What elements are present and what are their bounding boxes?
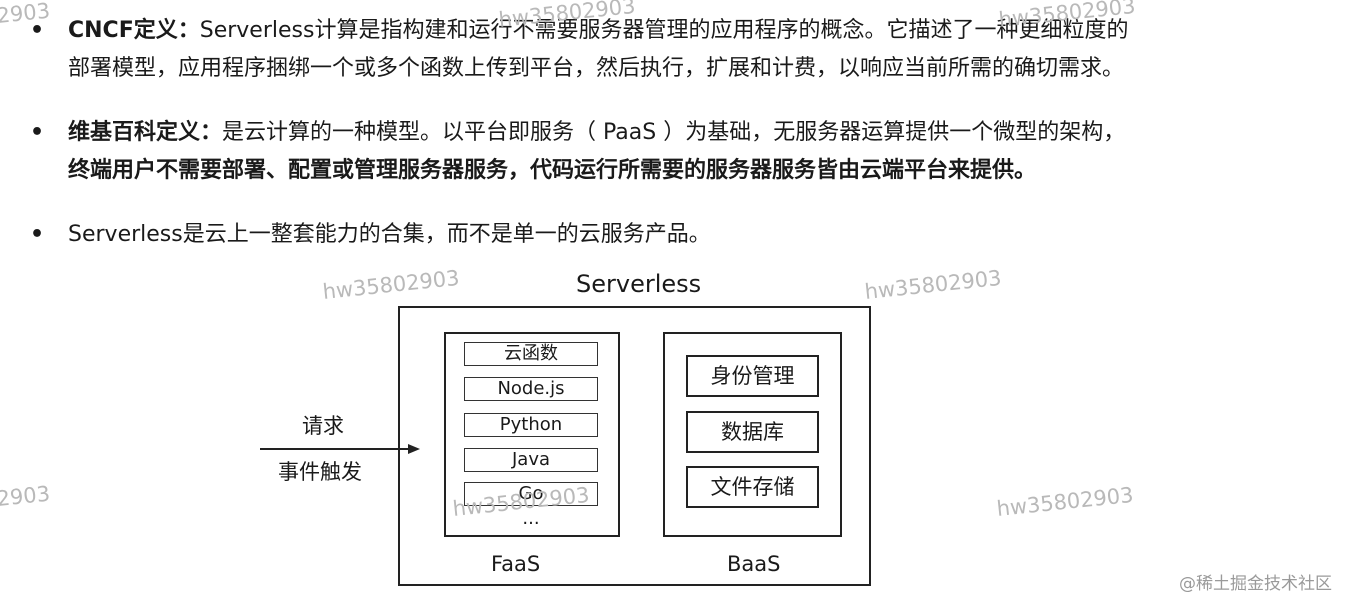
baas-label: BaaS	[727, 552, 781, 576]
watermark: hw35802903	[995, 482, 1135, 521]
runtime-item: Node.js	[464, 377, 598, 401]
bullet-line: 是云计算的一种模型。以平台即服务（ PaaS ）为基础，无服务器运算提供一个微型…	[222, 120, 1126, 145]
runtime-item: Go	[464, 482, 598, 506]
baas-box: 身份管理 数据库 文件存储	[663, 332, 842, 537]
service-item: 文件存储	[686, 466, 819, 508]
bullet-line: 终端用户不需要部署、配置或管理服务器服务，代码运行所需要的服务器服务皆由云端平台…	[68, 158, 1037, 183]
diagram-title: Serverless	[576, 270, 702, 298]
service-item: 身份管理	[686, 355, 819, 397]
bullet-dot: •	[30, 120, 45, 145]
trigger-label-request: 请求	[302, 414, 344, 438]
watermark: hw35802903	[863, 265, 1003, 304]
runtime-item: 云函数	[464, 342, 598, 366]
bullet-line: 部署模型，应用程序捆绑一个或多个函数上传到平台，然后执行，扩展和计费，以响应当前…	[68, 56, 1125, 81]
bullet-lead: 维基百科定义：	[68, 120, 223, 145]
faas-label: FaaS	[491, 552, 541, 576]
trigger-label-event: 事件触发	[278, 460, 362, 484]
runtime-item: Java	[464, 448, 598, 472]
runtime-item: Python	[464, 413, 598, 437]
trigger-arrow-icon	[260, 444, 420, 454]
bullet-lead: CNCF定义：	[68, 18, 200, 43]
faas-box: 云函数 Node.js Python Java Go ...	[444, 332, 620, 537]
watermark: hw35802903	[321, 265, 461, 304]
footer-brand: @稀土掘金技术社区	[1179, 574, 1332, 594]
bullet-dot: •	[30, 222, 45, 247]
runtime-more: ...	[522, 508, 540, 529]
bullet-line: Serverless是云上一整套能力的合集，而不是单一的云服务产品。	[68, 222, 711, 247]
service-item: 数据库	[686, 411, 819, 453]
bullet-dot: •	[30, 18, 45, 43]
serverless-box	[398, 306, 871, 586]
watermark: 2903	[0, 481, 52, 511]
bullet-line: Serverless计算是指构建和运行不需要服务器管理的应用程序的概念。它描述了…	[199, 18, 1129, 43]
